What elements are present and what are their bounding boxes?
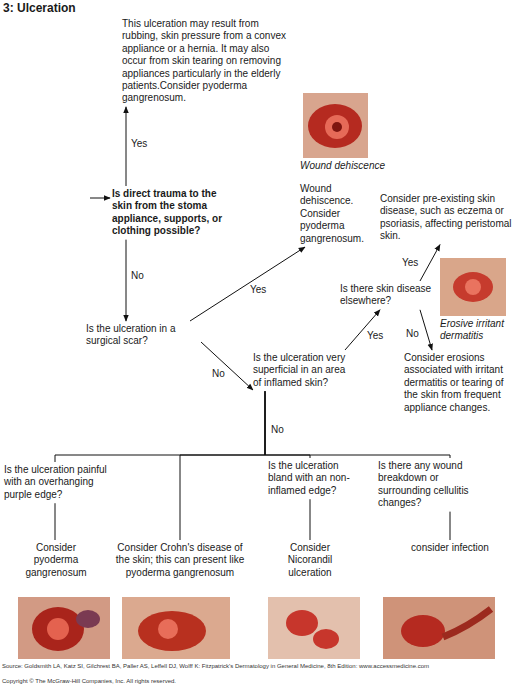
photo-stoma xyxy=(158,619,178,639)
edge-label: No xyxy=(131,270,144,282)
photo-skin xyxy=(383,597,495,659)
edge-label: Yes xyxy=(402,257,418,269)
edge-label: No xyxy=(271,424,284,436)
decision-question: Is the ulceration painful with an overha… xyxy=(4,462,124,503)
photo-ulcer xyxy=(401,615,445,647)
node-text: Consider Crohn's disease of the skin; th… xyxy=(114,542,246,579)
photo-skin xyxy=(440,258,506,316)
node-text: Consider Nicorandil ulceration xyxy=(275,542,345,579)
node-text: Is there any wound breakdown or surround… xyxy=(378,460,474,510)
node-text: Consider pyoderma gangrenosum xyxy=(20,542,92,579)
photo-wound xyxy=(443,609,491,637)
flow-connector xyxy=(55,503,56,540)
decision-question: Is there skin disease elsewhere? xyxy=(340,281,436,310)
erosive-photo xyxy=(440,258,506,316)
outcome-text: Consider pyoderma gangrenosum xyxy=(20,540,92,581)
outcome-text: Consider Nicorandil ulceration xyxy=(275,540,345,581)
node-text: Is the ulceration in a surgical scar? xyxy=(86,323,201,348)
flow-connector xyxy=(265,391,310,458)
photo-purple-edge xyxy=(76,610,100,628)
photo-ulcer xyxy=(286,610,318,636)
flow-connector xyxy=(55,391,265,462)
node-text: Is there skin disease elsewhere? xyxy=(340,283,436,308)
decision-question: Is the ulceration in a surgical scar? xyxy=(86,321,201,350)
source-note: Source: Goldsmith LA, Katz SI, Gilchrest… xyxy=(2,663,442,670)
photo-lumen xyxy=(332,122,342,132)
flow-connector xyxy=(201,342,253,390)
chart-title: 3: Ulceration xyxy=(3,1,76,15)
copyright-note: Copyright © The McGraw-Hill Companies, I… xyxy=(2,678,422,685)
node-text: Wound dehiscence. Consider pyoderma gang… xyxy=(300,183,380,245)
entry-arrow xyxy=(90,198,110,199)
photo-ulcer xyxy=(32,607,84,651)
flow-connector xyxy=(310,499,311,540)
edge-label: No xyxy=(212,368,225,380)
photo-ulcer xyxy=(453,272,493,302)
flow-connector xyxy=(420,245,440,281)
edge-label: No xyxy=(406,328,419,340)
infection-photo xyxy=(383,597,495,659)
photo-skin xyxy=(268,597,360,659)
outcome-text: Consider erosions associated with irrita… xyxy=(404,350,518,416)
node-text: Consider erosions associated with irrita… xyxy=(404,352,518,414)
node-text: Consider pre-existing skin disease, such… xyxy=(380,193,515,243)
node-text: Is the ulceration painful with an overha… xyxy=(4,464,124,501)
node-text: This ulceration may result from rubbing,… xyxy=(122,18,294,105)
photo-caption: Wound dehiscence xyxy=(300,160,395,172)
outcome-text: Consider pre-existing skin disease, such… xyxy=(380,191,515,245)
flow-connector xyxy=(265,391,450,458)
photo-skin xyxy=(122,597,230,659)
photo-ulcer xyxy=(308,104,362,148)
flow-connector xyxy=(345,310,380,350)
node-text: Is direct trauma to the skin from the st… xyxy=(112,188,234,238)
nicorandil-photo xyxy=(268,597,360,659)
flow-connector xyxy=(180,391,265,540)
node-text: consider infection xyxy=(405,542,495,554)
photo-skin xyxy=(303,93,368,158)
flow-connector xyxy=(420,310,432,350)
photo-ulcer xyxy=(313,629,339,649)
photo-caption: Erosive irritant dermatitis xyxy=(440,318,512,342)
flow-connector xyxy=(126,240,127,321)
decision-question: Is there any wound breakdown or surround… xyxy=(378,458,474,512)
photo-ulcer xyxy=(138,611,206,651)
note-text: This ulceration may result from rubbing,… xyxy=(122,16,294,107)
flow-connector xyxy=(126,107,127,186)
photo-stoma xyxy=(325,115,349,139)
flow-connector xyxy=(190,247,305,321)
edge-label: Yes xyxy=(367,330,383,342)
crohn-photo xyxy=(122,597,230,659)
edge-label: Yes xyxy=(250,284,266,296)
flow-connector xyxy=(450,512,451,540)
node-text: Is the ulceration very superficial in an… xyxy=(253,352,353,389)
decision-question: Is direct trauma to the skin from the st… xyxy=(112,186,234,240)
photo-stoma xyxy=(47,618,69,640)
pyoderma-photo xyxy=(18,597,110,659)
photo-stoma xyxy=(465,279,481,295)
decision-question: Is the ulceration very superficial in an… xyxy=(253,350,353,391)
edge-label: Yes xyxy=(131,138,147,150)
outcome-text: Consider Crohn's disease of the skin; th… xyxy=(114,540,246,581)
node-text: Is the ulceration bland with an non-infl… xyxy=(268,460,358,497)
outcome-text: Wound dehiscence. Consider pyoderma gang… xyxy=(300,181,380,247)
outcome-text: consider infection xyxy=(405,540,495,556)
wound-photo xyxy=(303,93,368,158)
photo-skin xyxy=(18,597,110,659)
decision-question: Is the ulceration bland with an non-infl… xyxy=(268,458,358,499)
